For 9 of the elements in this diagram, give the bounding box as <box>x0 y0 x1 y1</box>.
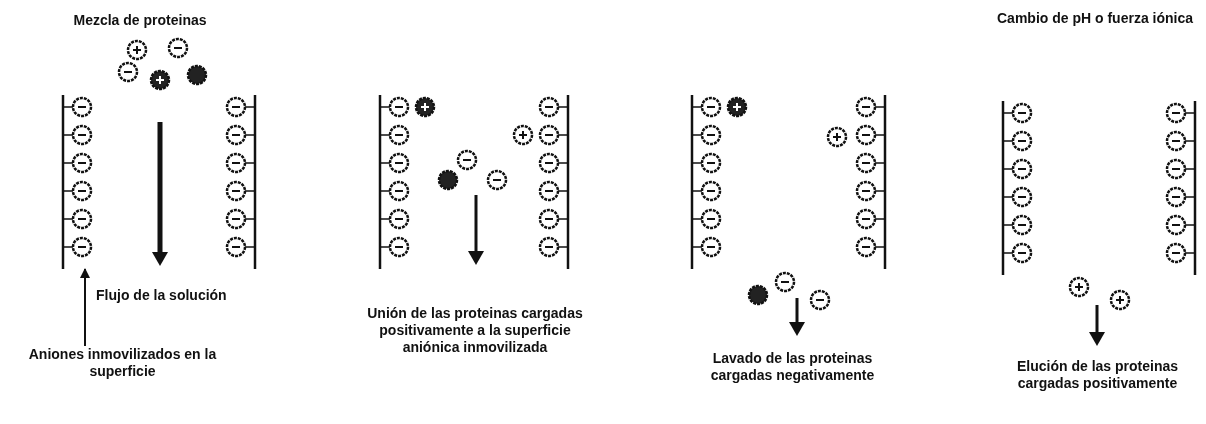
caption-text: Lavado de las proteinas cargadas negativamente <box>709 350 876 384</box>
caption-text: Unión de las proteinas cargadas positivamente a la superficie aniónica inmovilizada <box>366 305 584 356</box>
caption-text: Flujo de la solución <box>96 287 228 304</box>
caption-text: Elución de las proteinas cargadas positivamente <box>1015 358 1179 392</box>
step-heading: Mezcla de proteinas <box>72 12 208 29</box>
caption-text: Aniones inmovilizados en la superficie <box>5 346 240 380</box>
step-heading: Cambio de pH o fuerza iónica <box>996 10 1194 27</box>
anion-column-drawing <box>61 95 93 269</box>
leader-line <box>80 268 90 347</box>
